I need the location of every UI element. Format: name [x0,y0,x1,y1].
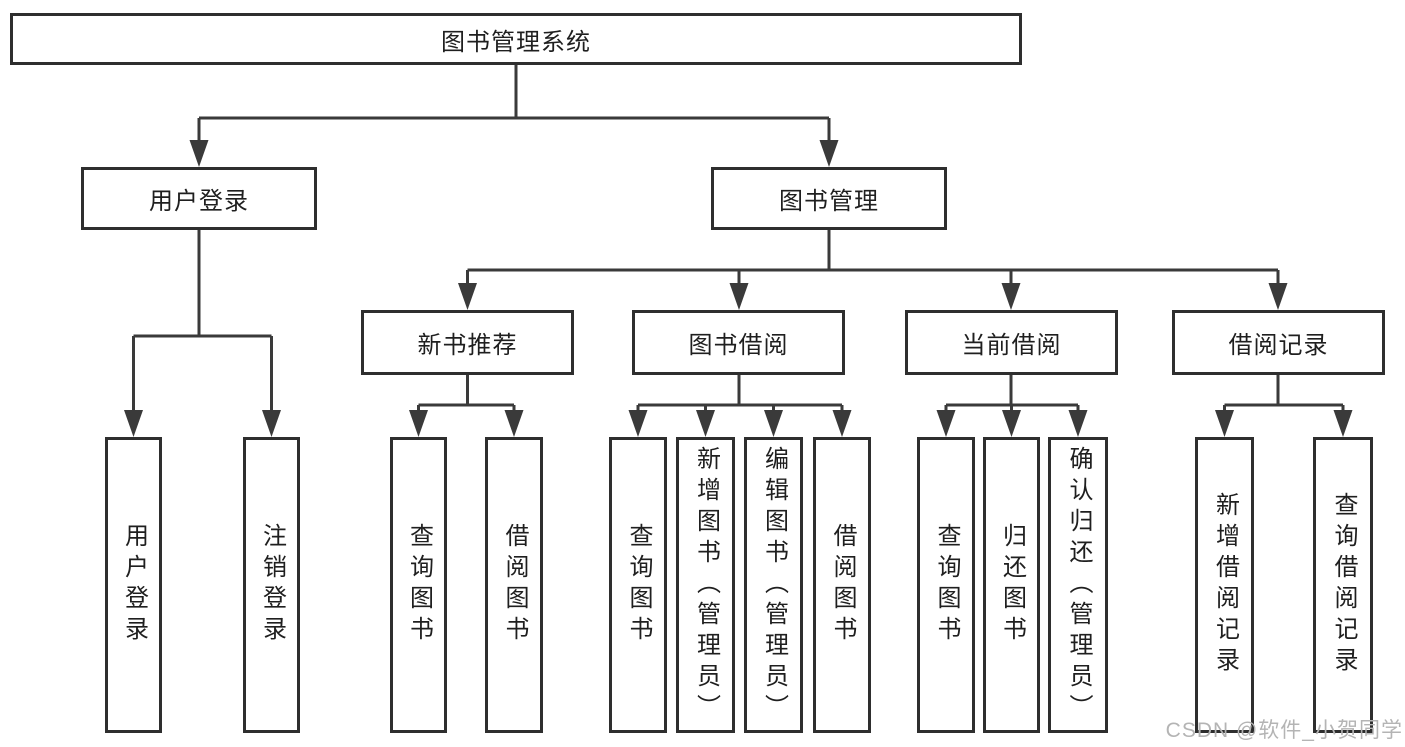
arrowhead [1002,410,1021,437]
node-label: 借阅记录 [1228,332,1329,359]
arrowhead [729,283,749,310]
arrowhead [189,140,209,167]
node-label: 查询图书 [933,523,960,647]
leaf-add-book-admin: 新增图书（管理员） [676,437,735,733]
edges-borrow-records [1215,375,1353,437]
node-borrow-records: 借阅记录 [1172,310,1385,375]
leaf-edit-book-admin: 编辑图书（管理员） [744,437,803,733]
csdn-watermark: CSDN @软件_小贺同学 [1165,719,1403,742]
node-label: 图书管理 [779,188,879,215]
node-label: 确认归还（管理员） [1065,445,1092,725]
node-label: 查询图书 [405,523,433,647]
leaf-query-books-current: 查询图书 [917,437,975,733]
leaf-query-borrow-record: 查询借阅记录 [1313,437,1373,733]
edges-user-login-branch [124,230,281,437]
arrowhead [409,410,428,437]
node-label: 新书推荐 [417,332,518,359]
arrowhead [458,283,477,310]
arrowhead [1268,283,1288,310]
node-label: 查询图书 [625,523,652,647]
leaf-query-books-borrow: 查询图书 [609,437,667,733]
node-new-book-recommend: 新书推荐 [361,310,574,375]
node-label: 归还图书 [998,523,1026,647]
arrowhead [124,410,143,437]
node-library-management-system: 图书管理系统 [10,13,1022,65]
arrowhead [936,410,956,437]
node-label: 用户登录 [149,188,249,215]
node-user-login-branch: 用户登录 [81,167,317,230]
node-label: 新增图书（管理员） [692,445,720,725]
arrowhead [628,410,648,437]
node-book-management: 图书管理 [711,167,947,230]
node-label: 借阅图书 [829,523,856,647]
node-label: 编辑图书（管理员） [760,445,788,725]
leaf-return-book: 归还图书 [983,437,1040,733]
arrowhead [504,410,524,437]
leaf-borrow-books: 借阅图书 [813,437,871,733]
arrowhead [819,140,839,167]
node-label: 注销登录 [258,523,286,647]
node-label: 借阅图书 [501,523,528,647]
arrowhead [832,410,852,437]
arrowhead [696,410,715,437]
leaf-borrow-books-recommend: 借阅图书 [485,437,543,733]
node-label: 当前借阅 [961,332,1062,359]
edges-new-book-recommend [409,375,524,437]
leaf-confirm-return-admin: 确认归还（管理员） [1048,437,1108,733]
edges-root [189,65,839,167]
node-label: 用户登录 [120,523,148,647]
arrowhead [1215,410,1234,437]
node-label: 新增借阅记录 [1211,492,1239,678]
edges-book-borrow [628,375,852,437]
edges-current-borrow [936,375,1088,437]
arrowhead [262,410,281,437]
arrowhead [1001,283,1021,310]
edges-book-management [458,230,1288,310]
node-current-borrow: 当前借阅 [905,310,1118,375]
node-book-borrow: 图书借阅 [632,310,845,375]
node-label: 图书管理系统 [441,28,591,56]
node-label: 查询借阅记录 [1330,492,1357,678]
node-label: 图书借阅 [688,332,789,359]
arrowhead [764,410,783,437]
arrowhead [1068,410,1088,437]
leaf-user-login: 用户登录 [105,437,162,733]
leaf-query-books-recommend: 查询图书 [390,437,447,733]
leaf-logout: 注销登录 [243,437,300,733]
arrowhead [1333,410,1353,437]
leaf-add-borrow-record: 新增借阅记录 [1195,437,1254,733]
